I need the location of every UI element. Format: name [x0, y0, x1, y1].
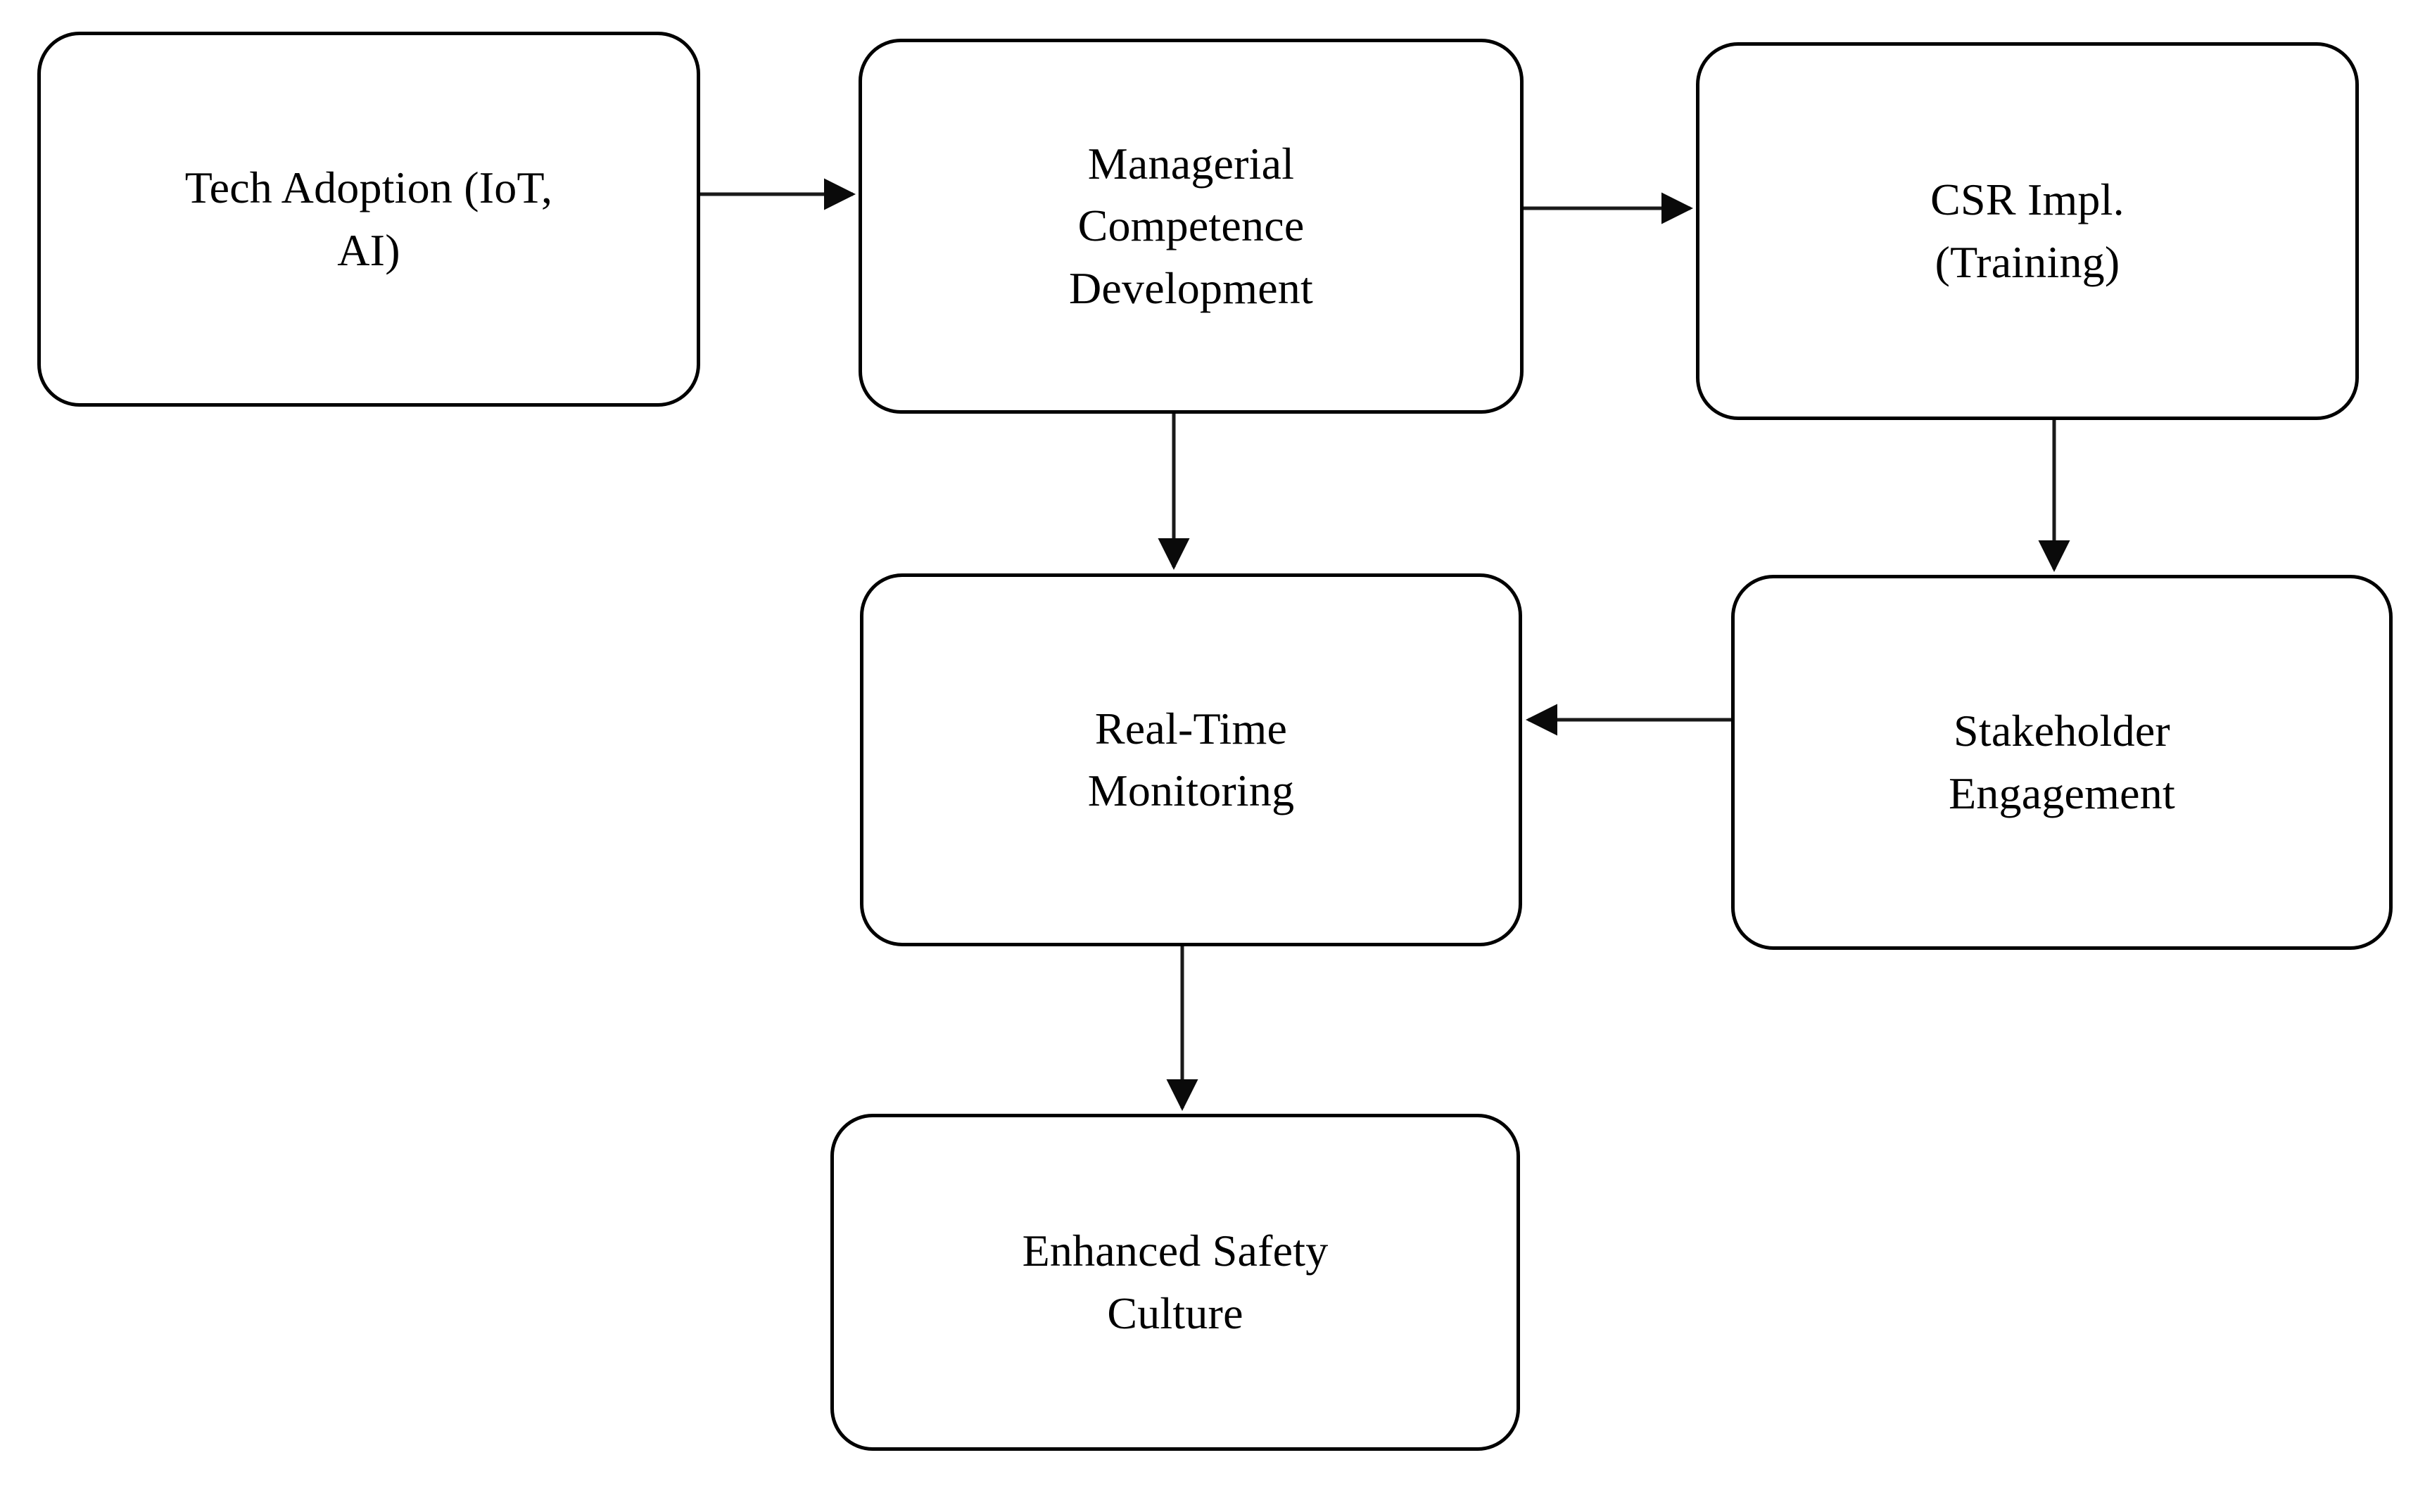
node-csr-implementation[interactable]: CSR Impl. (Training) — [1696, 42, 2359, 420]
node-real-time-monitoring-label: Real-Time Monitoring — [1087, 703, 1295, 815]
node-tech-adoption-label: Tech Adoption (IoT, AI) — [184, 163, 553, 275]
node-stakeholder-engagement-label: Stakeholder Engagement — [1949, 706, 2175, 818]
node-real-time-monitoring[interactable]: Real-Time Monitoring — [860, 573, 1522, 946]
node-enhanced-safety-culture-label: Enhanced Safety Culture — [1022, 1226, 1329, 1338]
node-enhanced-safety-culture[interactable]: Enhanced Safety Culture — [830, 1114, 1520, 1451]
node-tech-adoption[interactable]: Tech Adoption (IoT, AI) — [37, 32, 700, 407]
node-managerial-competence-development-label: Managerial Competence Development — [1069, 139, 1313, 313]
node-csr-implementation-label: CSR Impl. (Training) — [1930, 174, 2125, 287]
node-stakeholder-engagement[interactable]: Stakeholder Engagement — [1731, 575, 2393, 950]
node-managerial-competence-development[interactable]: Managerial Competence Development — [859, 39, 1524, 414]
